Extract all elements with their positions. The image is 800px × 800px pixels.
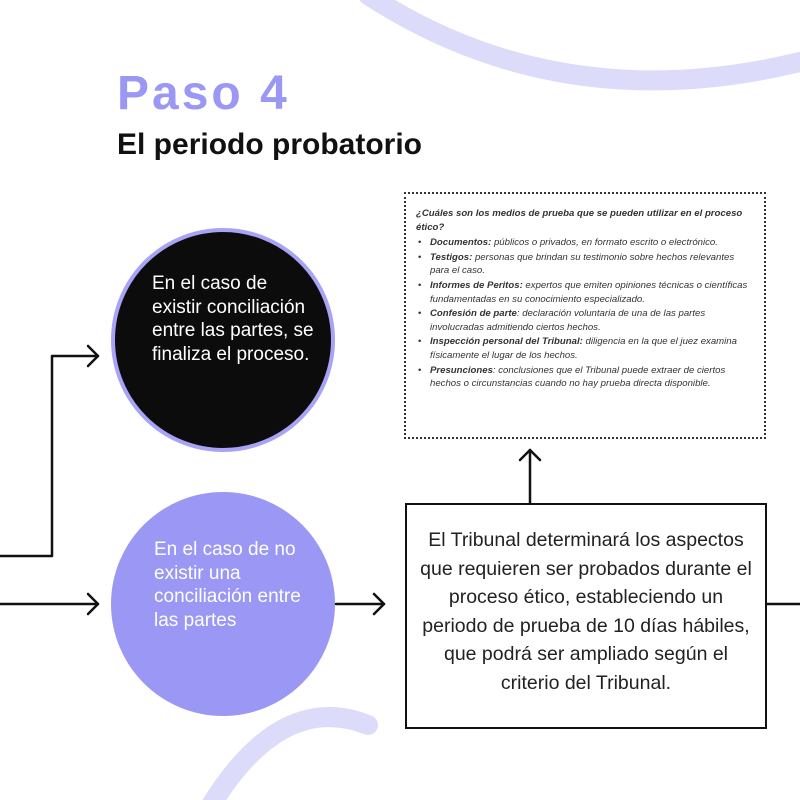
- evidence-item-witnesses: Testigos: personas que brindan su testim…: [418, 251, 756, 278]
- evidence-description: personas que brindan su testimonio sobre…: [430, 251, 735, 277]
- evidence-list: Documentos: públicos o privados, en form…: [416, 236, 756, 391]
- evidence-item-inspection: Inspección personal del Tribunal: dilige…: [418, 335, 756, 362]
- bottom-swoosh: [202, 707, 378, 800]
- evidence-item-presumptions: Presunciones: conclusiones que el Tribun…: [418, 364, 756, 391]
- tribunal-text: El Tribunal determinará los aspectos que…: [420, 529, 752, 694]
- evidence-description: : declaración voluntaria de una de las p…: [430, 308, 706, 333]
- conciliation-circle: [111, 228, 335, 452]
- no-conciliation-text: En el caso de no existir una conciliació…: [154, 539, 301, 631]
- evidence-term: Presunciones: [430, 364, 493, 376]
- evidence-term: Informes de Peritos:: [430, 279, 523, 291]
- evidence-term: Inspección personal del Tribunal:: [430, 336, 583, 348]
- evidence-item-expert-reports: Informes de Peritos: expertos que emiten…: [418, 279, 756, 306]
- evidence-description: : conclusiones que el Tribunal puede ext…: [430, 364, 726, 390]
- evidence-term: Confesión de parte: [430, 308, 517, 320]
- tribunal-box: [405, 503, 767, 729]
- conciliation-text: En el caso de existir conciliación entre…: [152, 273, 314, 365]
- top-swoosh: [359, 0, 800, 91]
- evidence-item-documents: Documentos: públicos o privados, en form…: [418, 236, 756, 250]
- evidence-term: Documentos:: [430, 237, 492, 249]
- evidence-question: ¿Cuáles son los medios de prueba que se …: [416, 208, 743, 233]
- evidence-description: expertos que emiten opiniones técnicas o…: [430, 279, 748, 305]
- step-label: Paso 4: [117, 67, 290, 120]
- step-title: El periodo probatorio: [117, 128, 422, 161]
- no-conciliation-circle: [111, 492, 335, 716]
- evidence-description: públicos o privados, en formato escrito …: [491, 237, 718, 249]
- evidence-term: Testigos:: [430, 251, 473, 263]
- evidence-description: diligencia en la que el juez examina fís…: [430, 336, 737, 361]
- evidence-item-confession: Confesión de parte: declaración voluntar…: [418, 307, 756, 334]
- evidence-means-content: ¿Cuáles son los medios de prueba que se …: [416, 207, 756, 392]
